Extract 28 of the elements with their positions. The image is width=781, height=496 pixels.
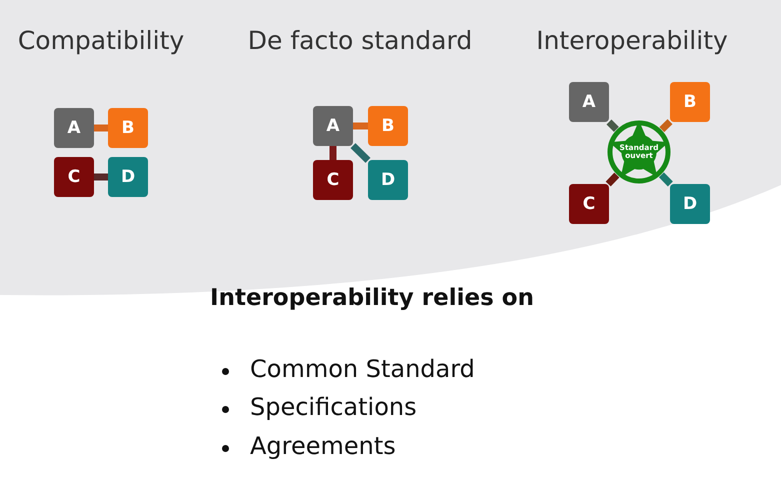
system-box: A: [54, 108, 94, 148]
connector-line: [659, 119, 672, 132]
connector-line: [350, 143, 370, 163]
system-box: D: [670, 184, 710, 224]
connector-line: [658, 172, 673, 186]
system-box: D: [108, 157, 148, 197]
system-box: B: [670, 82, 710, 122]
connector-line: [606, 120, 619, 132]
system-box: D: [368, 160, 408, 200]
column-heading: Interoperability: [536, 26, 728, 55]
system-box: A: [569, 82, 609, 122]
bullet-item: Common Standard: [250, 355, 475, 383]
system-box: B: [108, 108, 148, 148]
section-heading: Interoperability relies on: [210, 285, 534, 311]
connector-line: [606, 172, 620, 186]
column-heading: De facto standard: [248, 26, 472, 55]
bullet-item: Agreements: [250, 432, 396, 460]
connector-line: [94, 124, 108, 132]
bullet-item: Specifications: [250, 393, 417, 421]
system-box: C: [569, 184, 609, 224]
system-box: C: [313, 160, 353, 200]
connector-line: [353, 122, 368, 130]
system-box: B: [368, 106, 408, 146]
connector-line: [330, 146, 336, 160]
column-heading: Compatibility: [18, 26, 184, 55]
system-box: C: [54, 157, 94, 197]
connector-line: [94, 174, 108, 180]
system-box: A: [313, 106, 353, 146]
